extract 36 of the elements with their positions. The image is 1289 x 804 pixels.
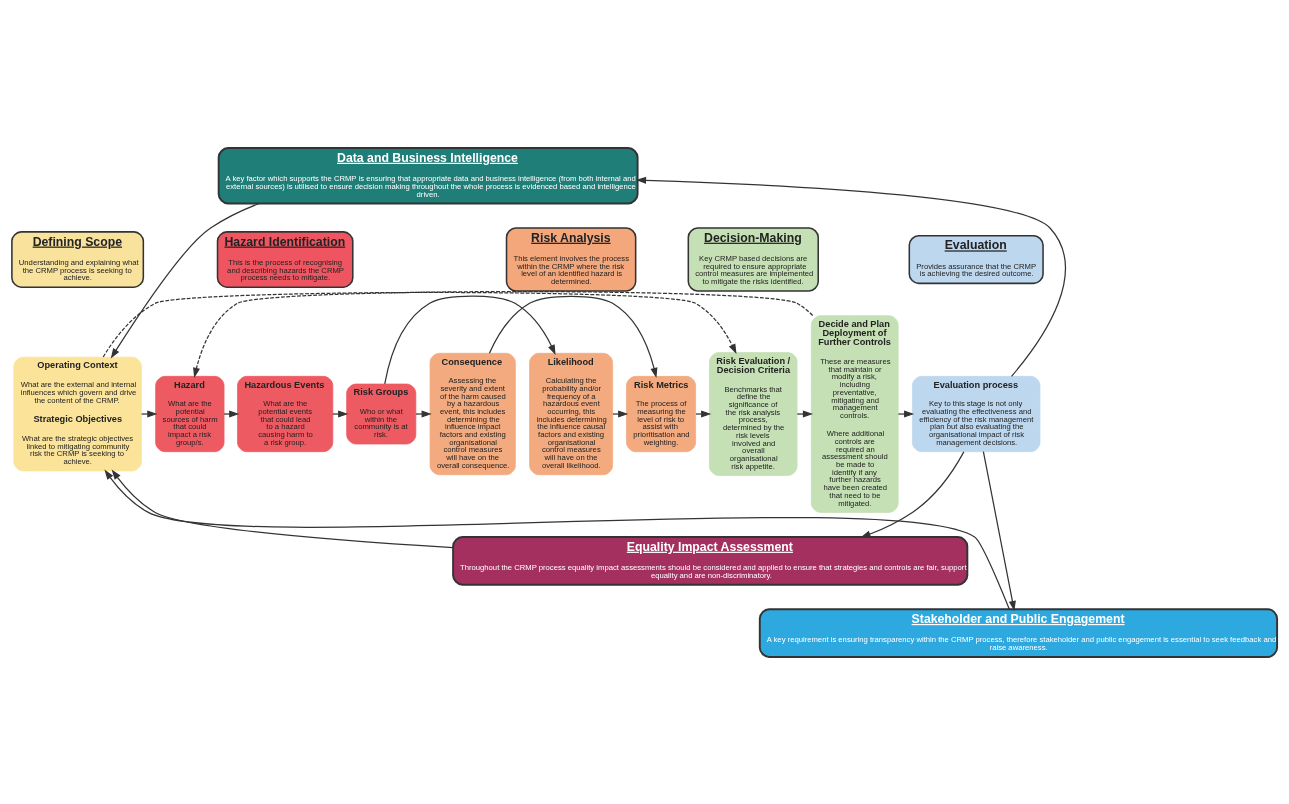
arrow [332,409,349,418]
node-box: Evaluation process Key to this stage is not only evaluating the effectiveness and efficiency of the risk management plan but also evaluating the organisational impact of risk management decisions. [912,375,1041,452]
node-box: Risk Groups Who or what within the community is at risk. [346,383,417,444]
arrow [612,409,629,418]
node-box: Hazardous Events What are the potential events that could lead to a hazard causing harm to a risk group. [237,375,334,452]
node-box: Consequence Assessing the severity and extent of the harm caused by a hazardous event, this includes determining the influence impact factors and existing organisational control measures will have on the overall consequence. [429,352,516,475]
node-box: Risk Analysis This element involves the process within the CRMP where the risk level of an identified hazard is determined. [505,226,637,292]
node-box: Defining Scope Understanding and explaining what the CRMP process is seeking to achieve. [11,230,145,288]
arrow [982,450,1016,611]
arrow [111,468,454,548]
node-box: Likelihood Calculating the probability and/or frequency of a hazardous event occurring, this includes determining the influence causal factors and existing organisational control measures will have on the overall likelihood. [529,352,613,475]
arrow [695,409,712,418]
arrow [193,290,814,378]
arrow [384,295,556,384]
arrow [635,176,1066,377]
arrow [860,450,965,538]
arrow [141,409,158,418]
arrow [897,409,915,418]
node-box: Data and Business Intelligence A key factor which supports the CRMP is ensuring that appropriate data and business intelligence (from both internal and external sources) is utilised to ensure decision making throughout the whole process is evidenced based and intelligence driven. [217,146,639,204]
node-box: Decision-Making Key CRMP based decisions are required to ensure appropriate control measures are implemented to mitigate the risks identified. [687,226,819,292]
arrow [102,291,737,358]
node-box: Risk Metrics The process of measuring the level of risk to assist with prioritisation and weighting. [626,375,696,452]
node-box: Stakeholder and Public Engagement A key requirement is ensuring transparency within the CRMP process, therefore stakeholder and public engagement is essential to seek feedback and raise awareness. [758,607,1279,658]
arrow [488,295,658,378]
arrow [104,469,1010,610]
node-box: Hazard What are the potential sources of harm that could impact a risk group/s. [155,375,225,452]
node-box: Operating Context What are the external and internal influences which govern and drive the content of the CRMP. Strategic Objectives What are the strategic objectives linked to mitigating community risk the CRMP is seeking to achieve. [13,356,142,471]
arrow [796,409,814,418]
node-box: Evaluation Provides assurance that the CRMP is achieving the desired outcome. [908,234,1044,284]
arrow [110,202,260,359]
arrow [415,409,432,418]
node-box: Risk Evaluation / Decision Criteria Benchmarks that define the significance of the risk analysis process, determined by the risk levels involved and overall organisational risk appetite. [709,351,798,476]
node-box: Hazard Identification This is the process of recognising and describing hazards the CRMP process needs to mitigate. [216,230,354,288]
node-box: Equality Impact Assessment Throughout the CRMP process equality impact assessments should be considered and applied to ensure that strategies and controls are fair, support equality and are non-discriminatory. [452,535,969,586]
arrow [223,409,240,418]
node-box: Decide and Plan Deployment of Further Controls These are measures that maintain or modify a risk, including preventative, mitigating and management controls. Where additional controls are required an assessment should be made to identify if any further hazards have been created that need to be mitigated. [810,314,899,513]
